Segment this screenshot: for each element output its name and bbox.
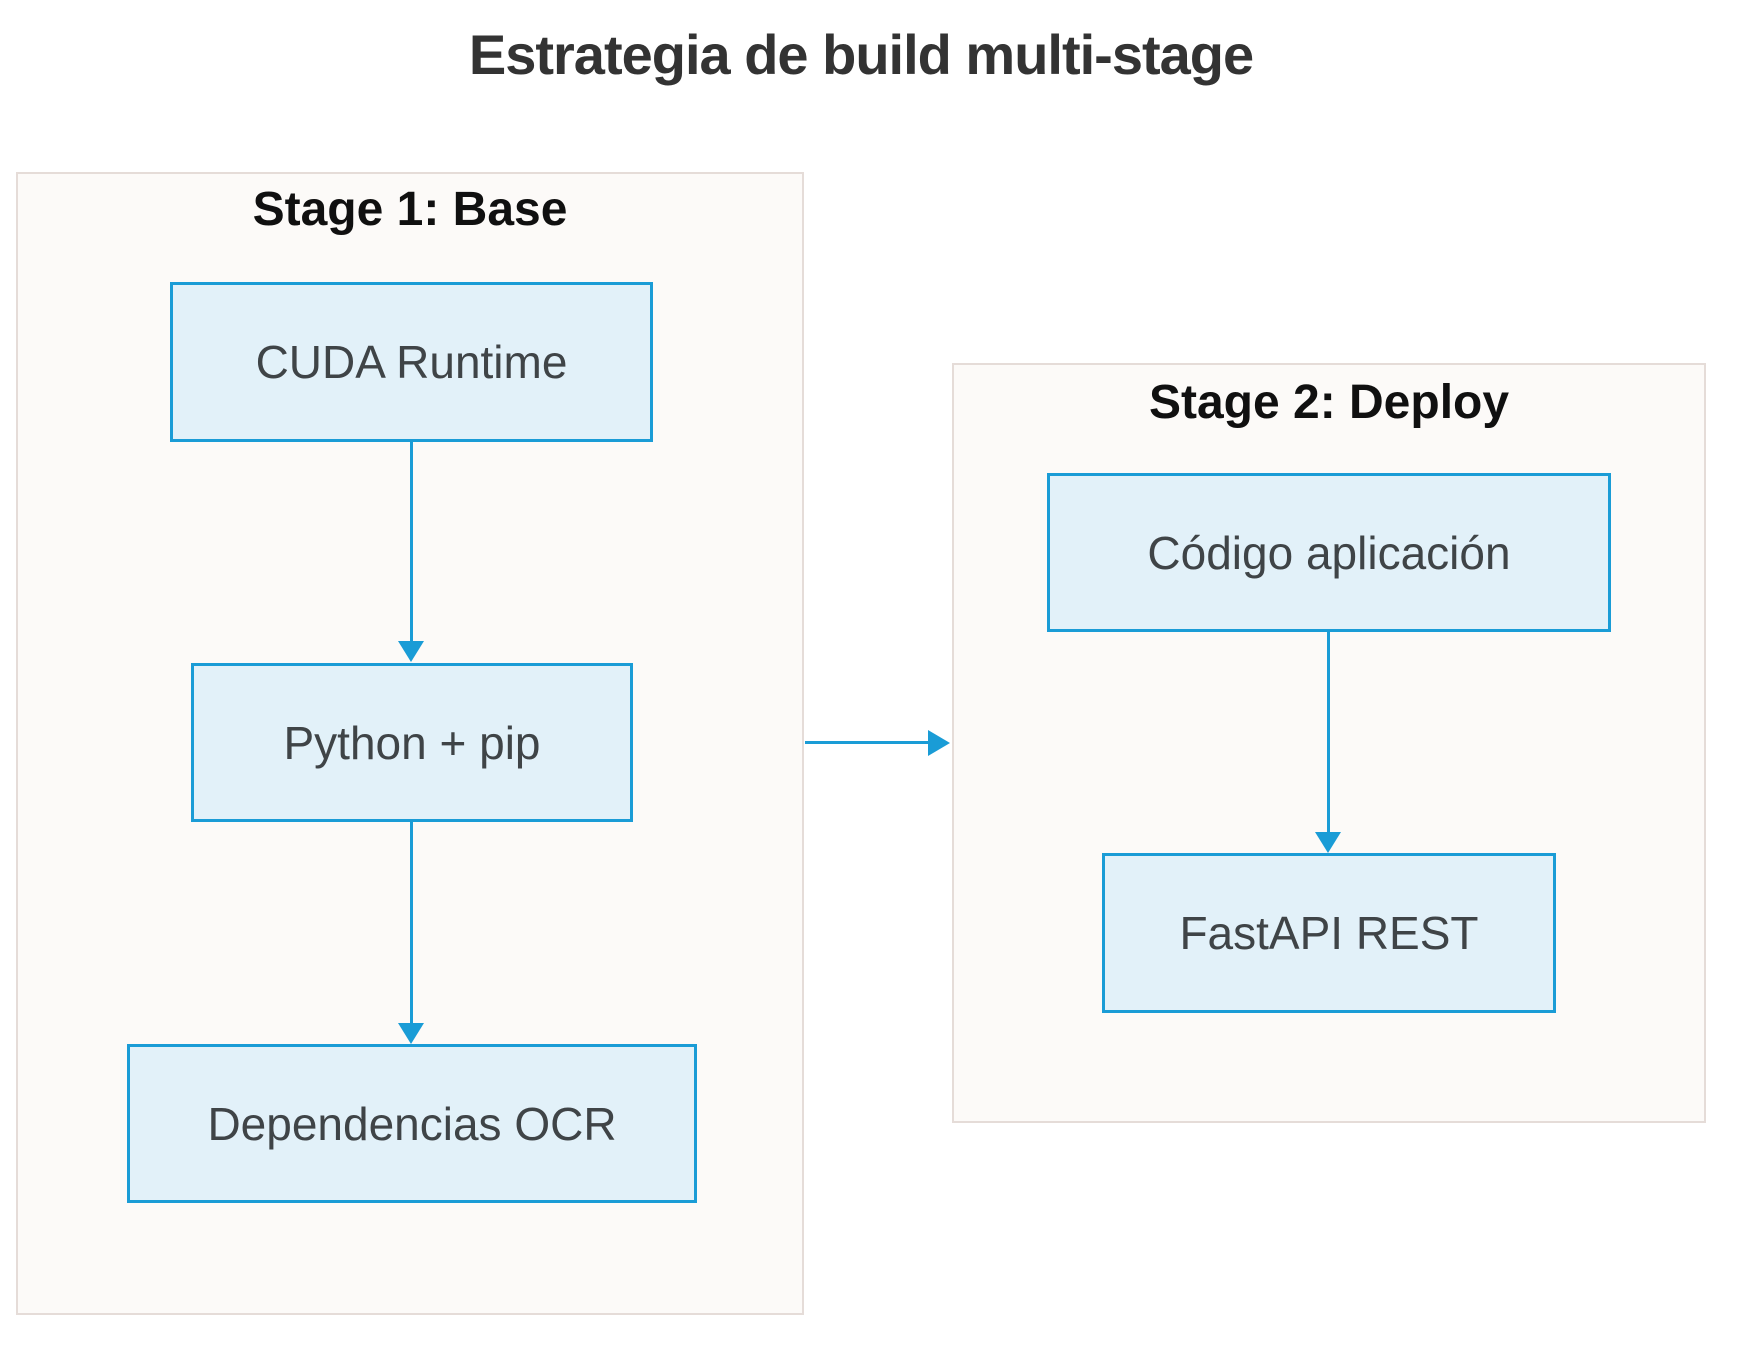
stage-2-label: Stage 2: Deploy bbox=[1148, 376, 1510, 429]
diagram-title: Estrategia de build multi-stage bbox=[468, 23, 1254, 86]
arrow-python-to-deps-head-icon bbox=[398, 1023, 424, 1044]
arrow-codigo-to-fastapi-line bbox=[1327, 632, 1330, 832]
arrow-cuda-to-python-line bbox=[410, 442, 413, 642]
node-dependencias-ocr: Dependencias OCR bbox=[127, 1044, 697, 1203]
arrow-stage1-to-stage2-line bbox=[805, 741, 928, 744]
node-python-pip: Python + pip bbox=[191, 663, 633, 822]
arrow-codigo-to-fastapi-head-icon bbox=[1315, 832, 1341, 853]
arrow-python-to-deps-line bbox=[410, 822, 413, 1024]
node-fastapi-rest: FastAPI REST bbox=[1102, 853, 1556, 1013]
arrow-stage1-to-stage2-head-icon bbox=[928, 730, 950, 756]
node-codigo-aplicacion: Código aplicación bbox=[1047, 473, 1611, 632]
arrow-cuda-to-python-head-icon bbox=[398, 641, 424, 662]
node-cuda-runtime: CUDA Runtime bbox=[170, 282, 653, 442]
stage-1-label: Stage 1: Base bbox=[252, 183, 568, 236]
